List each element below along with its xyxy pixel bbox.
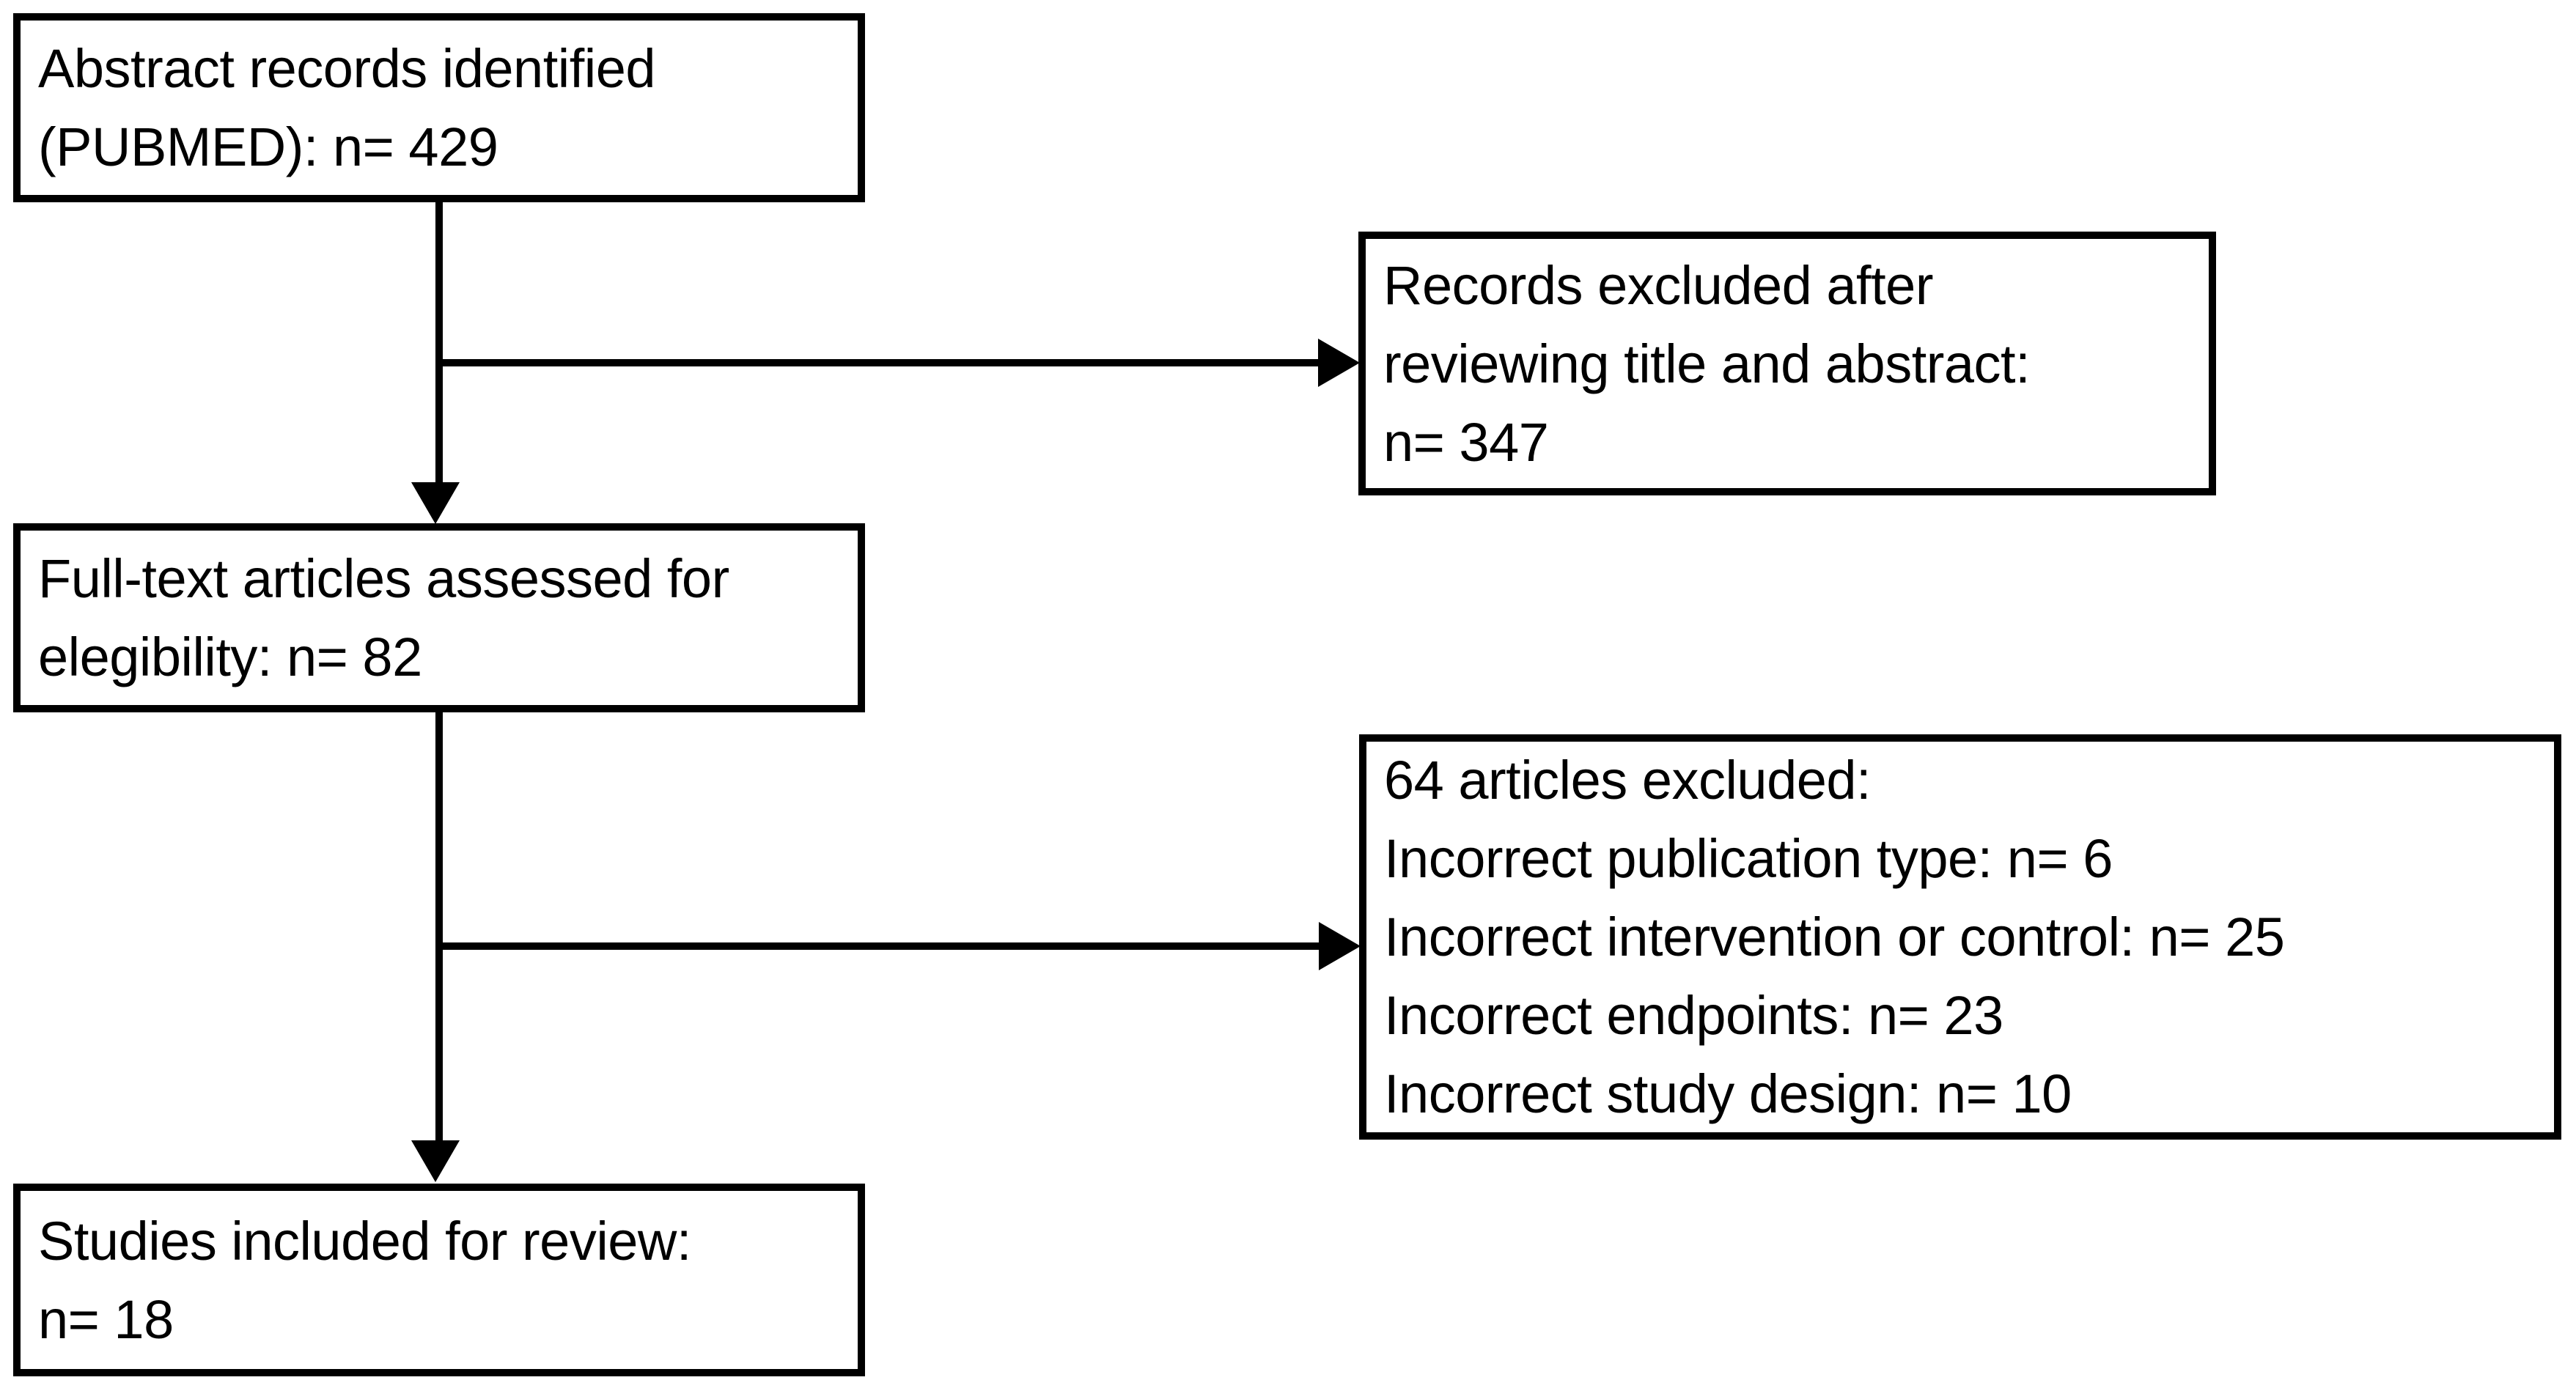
arrowhead-right-icon <box>1318 339 1360 387</box>
node-line: n= 18 <box>38 1288 174 1350</box>
node-abstract-records-identified: Abstract records identified (PUBMED): n=… <box>13 13 865 202</box>
arrowhead-down-icon <box>411 482 460 524</box>
connector-identified-to-excluded-title-abstract <box>435 359 1319 366</box>
node-line: Incorrect endpoints: n= 23 <box>1384 985 2003 1046</box>
node-line: reviewing title and abstract: <box>1383 333 2031 394</box>
node-studies-included-for-review: Studies included for review: n= 18 <box>13 1184 865 1376</box>
node-line: n= 347 <box>1383 411 1549 473</box>
node-line: Full-text articles assessed for <box>38 548 729 609</box>
node-line: (PUBMED): n= 429 <box>38 117 498 177</box>
node-line: 64 articles excluded: <box>1384 750 1872 811</box>
node-line: elegibility: n= 82 <box>38 627 422 687</box>
arrowhead-right-icon <box>1319 922 1361 970</box>
node-articles-excluded-with-reasons: 64 articles excluded: Incorrect publicat… <box>1359 734 2561 1140</box>
node-full-text-articles-assessed: Full-text articles assessed for elegibil… <box>13 523 865 712</box>
node-line: Incorrect intervention or control: n= 25 <box>1384 907 2285 967</box>
node-line: Records excluded after <box>1383 254 1933 316</box>
arrowhead-down-icon <box>411 1140 460 1182</box>
connector-fulltext-to-included <box>435 712 443 1143</box>
node-line: Incorrect publication type: n= 6 <box>1384 828 2113 889</box>
node-line: Incorrect study design: n= 10 <box>1384 1063 2072 1124</box>
connector-fulltext-to-excluded-reasons <box>435 942 1320 950</box>
node-line: Studies included for review: <box>38 1210 691 1272</box>
connector-identified-to-fulltext <box>435 202 443 488</box>
node-records-excluded-title-abstract: Records excluded after reviewing title a… <box>1358 232 2216 495</box>
node-line: Abstract records identified <box>38 38 656 99</box>
